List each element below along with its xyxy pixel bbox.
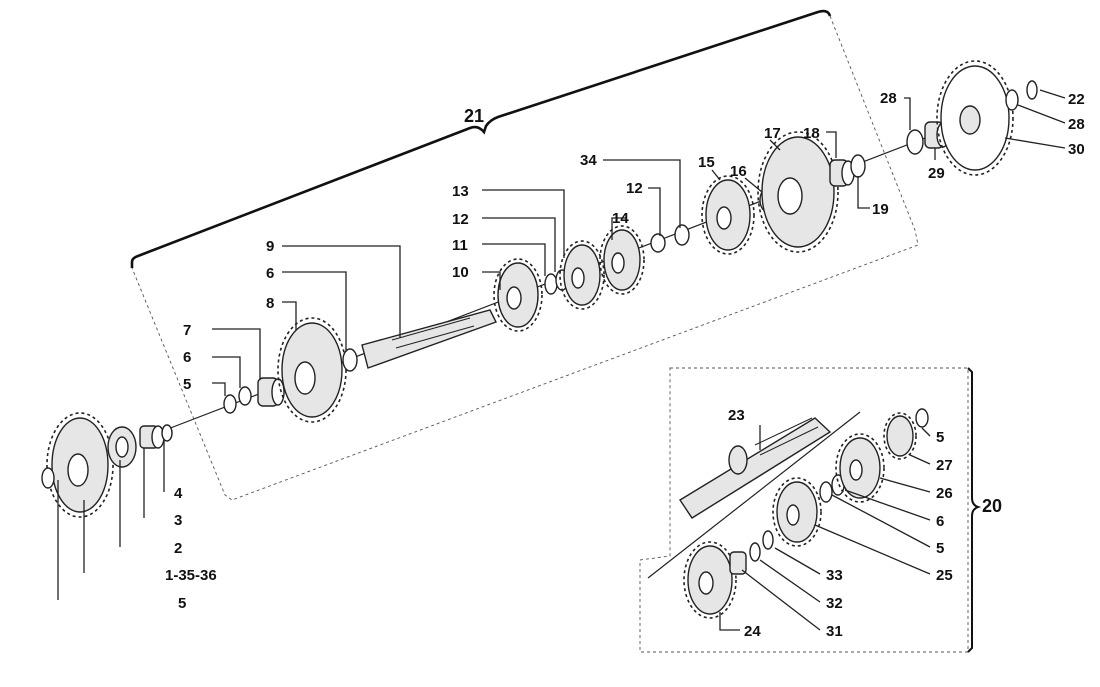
gear-25-part — [772, 477, 822, 547]
needle-bearing-31-part — [729, 551, 747, 575]
gear-30-part — [936, 60, 1014, 176]
label-33: 33 — [826, 567, 843, 584]
label-12-left: 12 — [452, 211, 469, 228]
leader-lines — [57, 89, 1066, 631]
label-20: 20 — [982, 496, 1002, 516]
label-24: 24 — [744, 623, 761, 640]
needle-bearing-18-part — [829, 159, 855, 187]
label-26: 26 — [936, 485, 953, 502]
washer-part-34 — [674, 224, 690, 246]
label-6-group20: 6 — [936, 513, 944, 530]
circlip-part-upper — [223, 394, 237, 414]
label-5-upper: 5 — [183, 376, 191, 393]
label-22: 22 — [1068, 91, 1085, 108]
label-10: 10 — [452, 264, 469, 281]
gear-26-part — [835, 433, 885, 503]
label-6-mid: 6 — [266, 265, 274, 282]
label-4: 4 — [174, 485, 183, 502]
label-16: 16 — [730, 163, 747, 180]
label-13: 13 — [452, 183, 469, 200]
label-14: 14 — [612, 210, 629, 227]
label-19: 19 — [872, 201, 889, 218]
gear-14-part — [599, 225, 645, 295]
bearing-part — [107, 426, 137, 468]
layshaft-axis — [647, 411, 861, 579]
label-2: 2 — [174, 540, 182, 557]
circlip-part-11 — [544, 273, 558, 295]
label-25: 25 — [936, 567, 953, 584]
circlip-part — [41, 467, 55, 489]
label-30: 30 — [1068, 141, 1085, 158]
gear-15-part — [701, 175, 755, 255]
label-27: 27 — [936, 457, 953, 474]
label-1-35-36: 1-35-36 — [165, 567, 217, 584]
gear-8-part — [277, 317, 347, 423]
label-6-left: 6 — [183, 349, 191, 366]
group-20-bracket — [639, 367, 982, 653]
label-31: 31 — [826, 623, 843, 640]
label-23: 23 — [728, 407, 745, 424]
label-5-bottom: 5 — [178, 595, 186, 612]
label-28-left: 28 — [880, 90, 897, 107]
circlip-part-22 — [1026, 80, 1038, 100]
washer-part-28 — [906, 129, 924, 155]
circlip-part-5c — [819, 481, 833, 503]
label-15: 15 — [698, 154, 715, 171]
sprocket-part — [46, 412, 114, 518]
label-32: 32 — [826, 595, 843, 612]
label-34: 34 — [580, 152, 597, 169]
label-7: 7 — [183, 322, 191, 339]
washer-part — [238, 386, 252, 406]
label-8: 8 — [266, 295, 274, 312]
label-12-right: 12 — [626, 180, 643, 197]
label-21: 21 — [464, 106, 484, 126]
label-28-right: 28 — [1068, 116, 1085, 133]
group-21-bracket — [130, 9, 919, 501]
gear-10-part — [493, 258, 543, 332]
label-18: 18 — [803, 125, 820, 142]
label-5-group20-top: 5 — [936, 429, 944, 446]
label-29: 29 — [928, 165, 945, 182]
part-labels: 1-35-36 2 3 4 5 5 6 7 8 6 9 10 11 12 13 … — [165, 90, 1085, 640]
circlip-part-33 — [762, 530, 774, 550]
main-shaft-part — [361, 309, 497, 369]
circlip-part-12b — [650, 233, 666, 253]
washer-part-2 — [342, 348, 358, 372]
needle-bearing-part — [257, 377, 285, 407]
layshaft-part-23 — [679, 417, 832, 519]
washer-part-28b — [1005, 89, 1019, 111]
gear-13-part — [559, 240, 605, 310]
label-9: 9 — [266, 238, 274, 255]
seal-ring-part — [161, 424, 173, 442]
circlip-part-5d — [915, 408, 929, 428]
label-5-group20: 5 — [936, 540, 944, 557]
gear-27-part — [883, 412, 917, 460]
washer-part-19 — [850, 154, 866, 178]
label-11: 11 — [452, 237, 468, 254]
label-3: 3 — [174, 512, 182, 529]
washer-part-32 — [749, 542, 761, 562]
gear-17-part — [757, 131, 839, 253]
gear-24-part — [683, 541, 737, 619]
label-17: 17 — [764, 125, 781, 142]
bush-part — [139, 425, 165, 449]
